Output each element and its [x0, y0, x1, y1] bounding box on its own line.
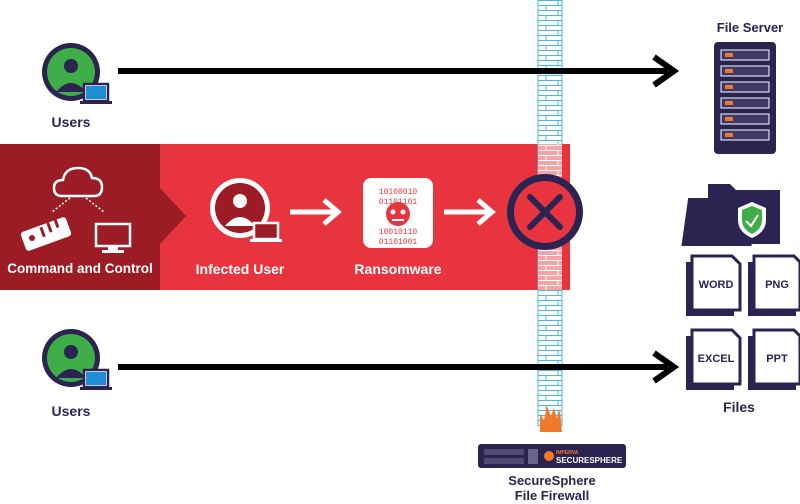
appliance-icon [478, 444, 626, 468]
fire-icon [540, 406, 562, 432]
remote-control-icon [20, 217, 72, 251]
cloud-icon [52, 166, 104, 198]
block-x-icon [507, 174, 583, 250]
file-type-ppt: PPT [766, 353, 788, 365]
appliance-vendor: IMPERVA [556, 450, 579, 456]
document-icon [686, 328, 742, 390]
file-server-label: File Server [716, 20, 784, 35]
command-control-label: Command and Control [7, 261, 153, 276]
band-arrow-tip [160, 188, 186, 244]
document-icon [686, 254, 742, 316]
laptop-icon [80, 82, 112, 104]
laptop-icon [80, 368, 112, 390]
firewall-label-line2: File Firewall [514, 488, 590, 503]
users-bottom-label: Users [51, 403, 91, 419]
svg-text:01101001: 01101001 [379, 238, 418, 247]
firewall-label-line1: SecureSphere [508, 473, 596, 488]
cc-link-left [51, 197, 71, 213]
ransomware-to-block-arrow [444, 198, 496, 226]
ransomware-label: Ransomware [354, 261, 442, 277]
svg-text:10100010: 10100010 [379, 188, 418, 197]
infected-to-ransomware-arrow [290, 198, 342, 226]
folder-shield-icon [681, 184, 780, 246]
file-type-word: WORD [699, 279, 734, 291]
file-type-png: PNG [765, 279, 789, 291]
monitor-icon [94, 222, 132, 253]
files-label: Files [723, 399, 755, 415]
user-to-files-arrow [118, 350, 680, 384]
cc-link-right [85, 197, 105, 213]
appliance-brand: SECURESPHERE [556, 456, 623, 465]
document-icon [748, 328, 800, 390]
server-icon [714, 42, 776, 154]
svg-text:10010110: 10010110 [379, 228, 418, 237]
infected-user-label: Infected User [195, 261, 285, 277]
document-icon [748, 254, 800, 316]
user-to-server-arrow [118, 54, 680, 88]
skull-virus-icon: 10100010 01101101 10010110 01101001 [363, 178, 433, 248]
file-type-excel: EXCEL [698, 353, 735, 365]
users-top-label: Users [51, 114, 91, 130]
laptop-icon [250, 221, 282, 242]
